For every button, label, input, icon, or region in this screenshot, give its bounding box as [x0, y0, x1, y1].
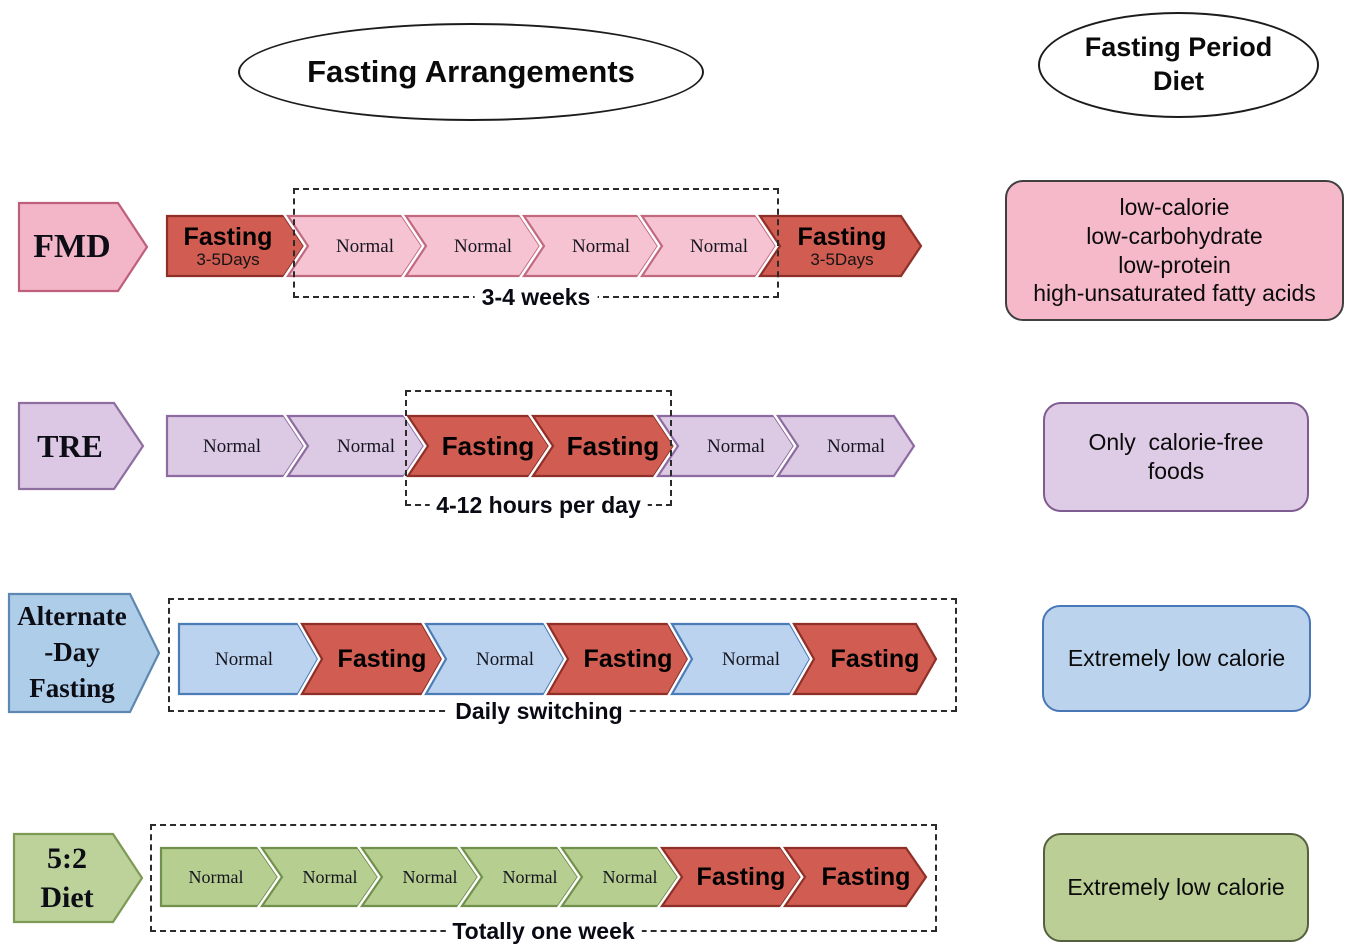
pentagon-shape: [17, 401, 145, 491]
chevron-label: Fasting: [831, 645, 920, 673]
52-chevron-strip: Normal Normal Normal Normal Normal Fasti…: [157, 844, 931, 910]
label-line: Diet: [40, 881, 94, 914]
52-duration-bracket: Totally one week: [150, 824, 937, 945]
chevron-label: Normal: [572, 236, 630, 257]
chevron-normal: Normal: [455, 844, 583, 910]
diet-line: Only calorie-free: [1088, 429, 1264, 456]
pentagon-shape: [12, 832, 144, 924]
chevron-normal: Normal: [163, 412, 309, 480]
52-diet-box: Extremely low calorie: [1043, 833, 1309, 942]
chevron-label: Fasting: [184, 223, 273, 251]
adf-duration-bracket: Daily switching: [168, 598, 957, 725]
row-label-tre: TRE: [17, 401, 145, 491]
row-label-fmd: FMD: [17, 201, 149, 293]
diet-line: Extremely low calorie: [1067, 874, 1285, 901]
chevron-normal: Normal: [771, 412, 919, 480]
adf-diet-box: Extremely low calorie: [1042, 605, 1311, 712]
title-fasting-arrangements: Fasting Arrangements: [238, 23, 704, 121]
chevron-label: Normal: [454, 236, 512, 257]
chevron-fasting: Fasting: [778, 844, 931, 910]
chevron-label: Normal: [476, 649, 534, 670]
label-line: Alternate: [17, 601, 127, 632]
chevron-label: Fasting: [798, 223, 887, 251]
chevron-label: Fasting: [442, 431, 534, 461]
fmd-duration-bracket: 3-4 weeks: [293, 188, 779, 311]
chevron-label: Fasting: [584, 645, 673, 673]
chevron-normal: Normal: [651, 412, 799, 480]
row-label-52-diet: 5:2 Diet: [12, 832, 144, 924]
row-label-text: Alternate -Day Fasting: [8, 593, 136, 713]
title-text: Fasting Arrangements: [307, 54, 635, 89]
chevron-sublabel: 3-5Days: [196, 250, 259, 269]
pentagon-shape: [17, 201, 149, 293]
bracket-label: 3-4 weeks: [474, 284, 598, 311]
diet-line: low-carbohydrate: [1086, 222, 1263, 249]
tre-duration-bracket: 4-12 hours per day: [405, 390, 672, 519]
chevron-normal: Normal: [665, 620, 815, 698]
row-label-text: TRE: [18, 402, 122, 490]
chevron-label: Normal: [215, 649, 273, 670]
chevron-label: Fasting: [697, 863, 786, 891]
chevron-fasting: Fasting 3-5Days: [753, 212, 926, 280]
chevron-label: Normal: [336, 236, 394, 257]
chevron-label: Normal: [603, 867, 658, 887]
adf-chevron-strip: Normal Fasting Normal Fasting Normal Fas…: [175, 620, 941, 698]
chevron-fasting: Fasting: [401, 412, 554, 480]
row-label-alternate-day-fasting: Alternate -Day Fasting: [7, 592, 161, 714]
row-label-text: 5:2 Diet: [13, 833, 121, 923]
chevron-sublabel: 3-5Days: [810, 250, 873, 269]
chevron-label: Fasting: [338, 645, 427, 673]
row-label-text: FMD: [18, 202, 126, 292]
chevron-fasting: Fasting: [541, 620, 693, 698]
label-line: Fasting: [29, 672, 115, 703]
diet-line: low-protein: [1118, 251, 1231, 278]
fmd-diet-box: low-calorie low-carbohydrate low-protein…: [1005, 180, 1344, 321]
diet-line: low-calorie: [1119, 194, 1230, 221]
chevron-label: Normal: [203, 436, 261, 457]
label-line: TRE: [37, 427, 103, 464]
pentagon-shape: [7, 592, 161, 714]
chevron-label: Normal: [337, 436, 395, 457]
fmd-chevron-strip: Fasting 3-5Days Normal Normal Normal Nor…: [163, 212, 926, 280]
chevron-label: Normal: [189, 867, 244, 887]
chevron-label: Normal: [690, 236, 748, 257]
label-line: FMD: [33, 228, 111, 265]
chevron-normal: Normal: [635, 212, 781, 280]
chevron-fasting: Fasting: [787, 620, 941, 698]
tre-chevron-strip: Normal Normal Fasting Fasting Normal Nor…: [163, 412, 919, 480]
bracket-label: Totally one week: [445, 918, 642, 945]
chevron-label: Fasting: [567, 431, 659, 461]
diet-line: high-unsaturated fatty acids: [1033, 280, 1316, 307]
title-fasting-period-diet: Fasting Period Diet: [1038, 12, 1319, 118]
bracket-label: 4-12 hours per day: [429, 492, 648, 519]
chevron-fasting: Fasting 3-5Days: [163, 212, 309, 280]
diet-line: Extremely low calorie: [1067, 645, 1286, 672]
chevron-label: Normal: [827, 436, 885, 457]
chevron-label: Normal: [303, 867, 358, 887]
chevron-label: Normal: [503, 867, 558, 887]
title-text-line1: Fasting Period: [1084, 32, 1273, 63]
chevron-normal: Normal: [419, 620, 569, 698]
label-line: -Day: [44, 637, 100, 668]
chevron-label: Fasting: [822, 863, 911, 891]
title-text-line2: Diet: [1152, 66, 1204, 96]
bracket-label: Daily switching: [448, 698, 630, 725]
chevron-label: Normal: [707, 436, 765, 457]
chevron-label: Normal: [403, 867, 458, 887]
label-line: 5:2: [47, 842, 87, 875]
chevron-label: Normal: [722, 649, 780, 670]
chevron-normal: Normal: [281, 412, 429, 480]
diet-line: foods: [1147, 458, 1205, 484]
tre-diet-box: Only calorie-free foods: [1043, 402, 1309, 512]
